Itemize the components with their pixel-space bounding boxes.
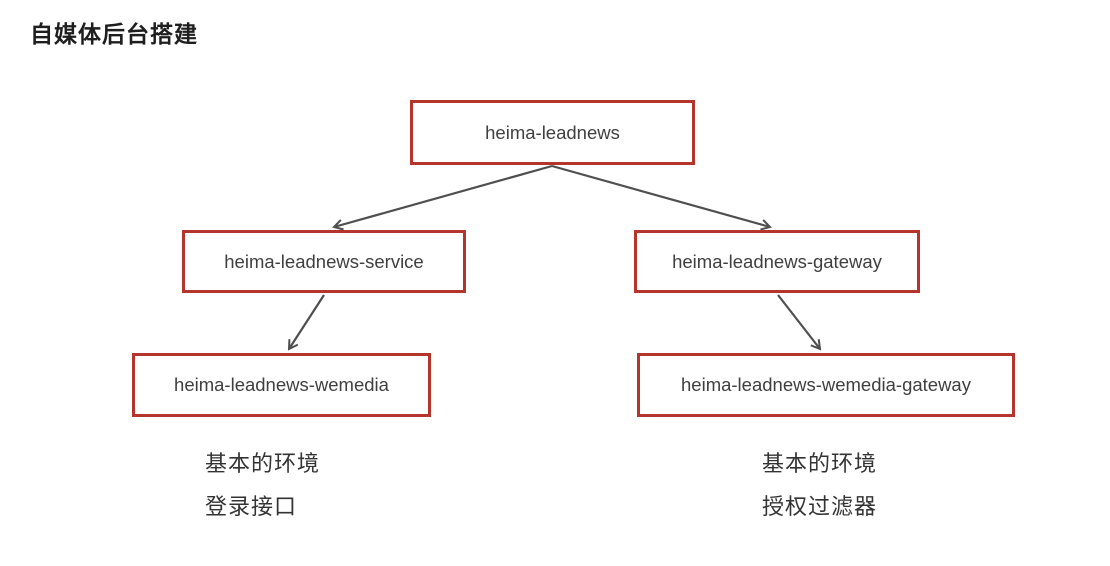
annotation-gateway-basic-env: 基本的环境 [762, 451, 878, 476]
node-heima-leadnews-wemedia-gateway: heima-leadnews-wemedia-gateway [637, 353, 1015, 417]
annotation-gateway-auth-filter: 授权过滤器 [762, 494, 878, 519]
node-label: heima-leadnews-wemedia [174, 374, 389, 395]
edge-gateway-to-wemedia-gateway [777, 294, 822, 351]
node-heima-leadnews: heima-leadnews [410, 100, 695, 165]
node-label: heima-leadnews-gateway [672, 250, 882, 272]
edge-root-to-gateway [551, 164, 772, 231]
node-heima-leadnews-gateway: heima-leadnews-gateway [634, 230, 920, 293]
annotation-service-login-api: 登录接口 [205, 494, 298, 519]
page-title: 自媒体后台搭建 [30, 21, 198, 47]
node-label: heima-leadnews [485, 121, 620, 143]
node-heima-leadnews-service: heima-leadnews-service [182, 230, 466, 293]
edge-root-to-service [332, 164, 553, 231]
node-label: heima-leadnews-service [224, 250, 424, 272]
annotation-service-basic-env: 基本的环境 [205, 451, 321, 476]
node-heima-leadnews-wemedia: heima-leadnews-wemedia [132, 353, 431, 417]
node-label: heima-leadnews-wemedia-gateway [681, 374, 971, 395]
edge-service-to-wemedia [287, 294, 325, 351]
